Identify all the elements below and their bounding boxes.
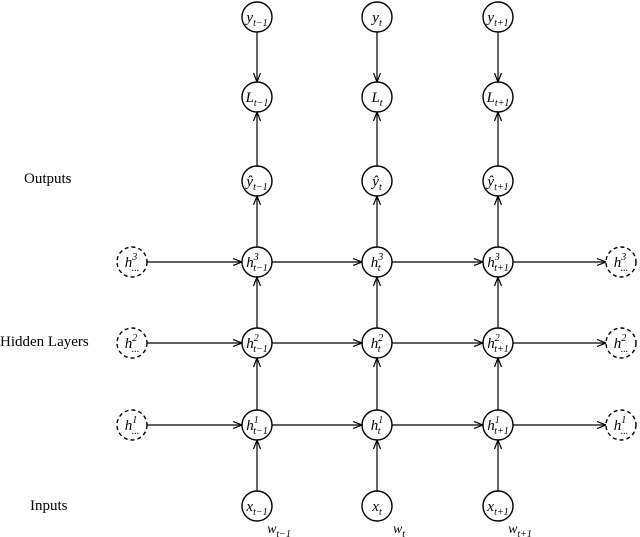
pred-node-prev-label: ŷt−1 (244, 174, 267, 193)
loss-node-next-label: Lt+1 (486, 90, 510, 109)
boundary-right-hidden3: h3... (605, 246, 637, 278)
target-node-next-label: yt+1 (485, 10, 508, 29)
input-node-curr-label: xt (371, 499, 382, 518)
target-node-prev-label: yt−1 (244, 10, 267, 29)
loss-node-prev-label: Lt−1 (245, 90, 269, 109)
pred-node-curr: ŷt (361, 165, 393, 197)
target-node-next: yt+1 (482, 1, 514, 33)
pred-node-curr-label: ŷt (370, 174, 382, 193)
boundary-left-hidden3-label: h3... (125, 252, 140, 274)
boundary-right-hidden3-label: h3... (614, 252, 629, 274)
input-node-prev: xt−1 (241, 490, 273, 522)
boundary-right-hidden1: h1... (605, 409, 637, 441)
input-node-next: xt+1 (482, 490, 514, 522)
boundary-right-hidden1-label: h1... (614, 415, 629, 437)
boundary-left-hidden2: h2... (116, 327, 148, 359)
loss-node-next: Lt+1 (482, 81, 514, 113)
loss-node-curr: Lt (361, 81, 393, 113)
inputs-row-label: Inputs (30, 498, 68, 514)
boundary-right-hidden2: h2... (605, 327, 637, 359)
boundary-left-hidden3: h3... (116, 246, 148, 278)
word-label-prev: wt−1 (267, 522, 291, 537)
boundary-right-hidden2-label: h2... (614, 333, 629, 355)
target-node-curr-label: yt (370, 10, 382, 29)
pred-node-next-label: ŷt+1 (485, 174, 508, 193)
boundary-left-hidden1: h1... (116, 409, 148, 441)
boundary-left-hidden2-label: h2... (125, 333, 140, 355)
loss-node-prev: Lt−1 (241, 81, 273, 113)
input-node-curr: xt (361, 490, 393, 522)
input-node-next-label: xt+1 (486, 499, 508, 518)
input-node-prev-label: xt−1 (245, 499, 267, 518)
loss-node-curr-label: Lt (370, 90, 382, 109)
outputs-row-label: Outputs (24, 171, 72, 187)
boundary-left-hidden1-label: h1... (125, 415, 140, 437)
pred-node-prev: ŷt−1 (241, 165, 273, 197)
word-label-curr: wt (393, 522, 405, 537)
hidden-layers-row-label: Hidden Layers (0, 334, 89, 350)
pred-node-next: ŷt+1 (482, 165, 514, 197)
target-node-curr: yt (361, 1, 393, 33)
word-label-next: wt+1 (508, 522, 532, 537)
target-node-prev: yt−1 (241, 1, 273, 33)
